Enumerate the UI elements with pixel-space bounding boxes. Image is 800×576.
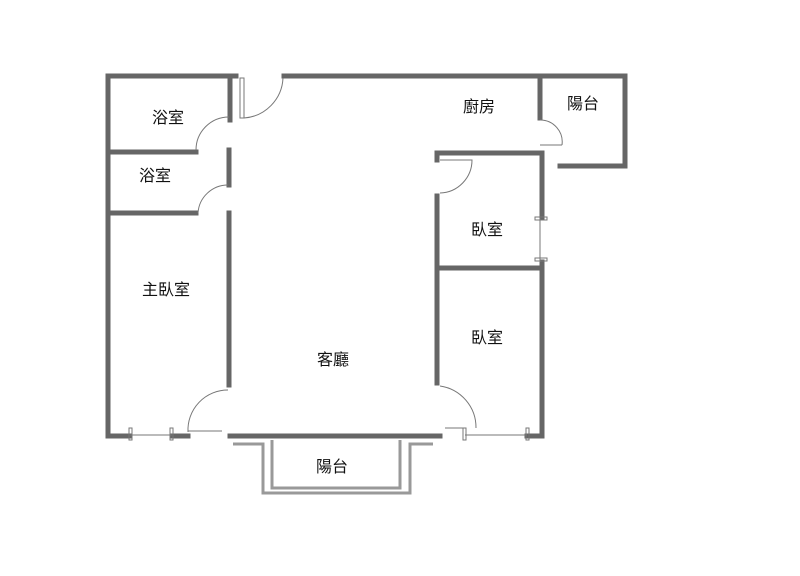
windows xyxy=(128,216,548,441)
room-label-master-bedroom: 主臥室 xyxy=(141,280,191,299)
room-label-balcony: 陽台 xyxy=(566,94,600,113)
room-label-bedroom: 臥室 xyxy=(470,220,504,239)
room-label-bathroom: 浴室 xyxy=(151,108,185,127)
doors xyxy=(187,77,563,433)
room-label-balcony: 陽台 xyxy=(315,457,349,476)
bottom-balcony-outline xyxy=(233,440,433,495)
room-label-living-room: 客廳 xyxy=(316,350,350,369)
room-label-bathroom: 浴室 xyxy=(138,166,172,185)
room-label-kitchen: 廚房 xyxy=(462,97,496,116)
walls xyxy=(105,73,628,439)
room-label-bedroom: 臥室 xyxy=(470,328,504,347)
